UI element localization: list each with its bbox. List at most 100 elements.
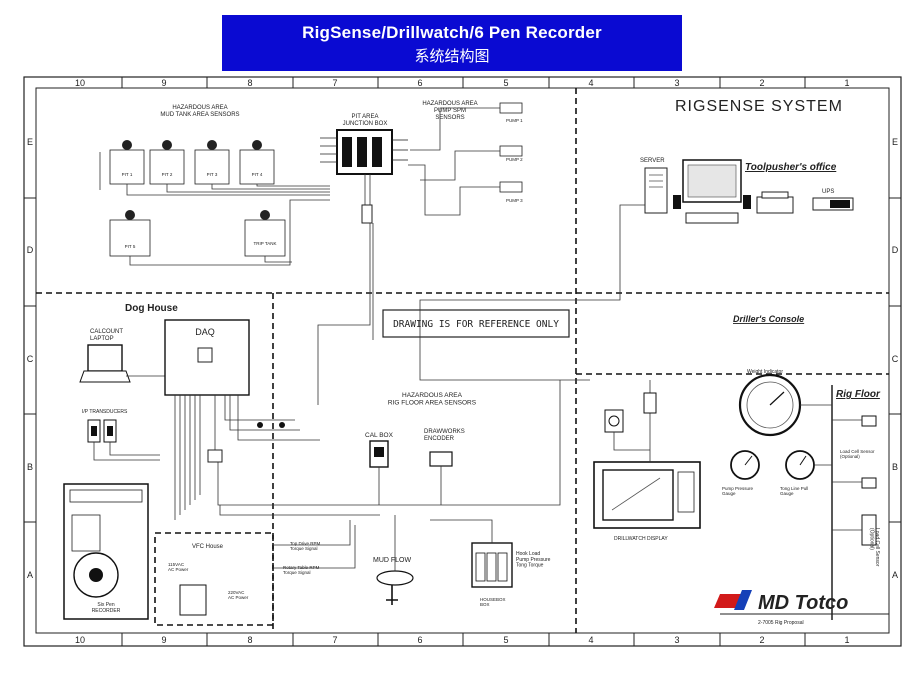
mud-flow-sensor [376,570,414,586]
junction-glands [320,137,408,163]
printer [756,196,794,214]
zone-dividers [36,88,889,633]
reference-note: DRAWING IS FOR REFERENCE ONLY [393,319,559,330]
weight-indicator-label: Weight Indicator [747,369,783,375]
pump-label: PUMP 2 [506,157,523,162]
pit-label: PIT 1 [122,172,133,177]
pump-cabling [408,107,500,216]
server-label: SERVER [640,158,665,164]
load-cell-tag: Load Cell Sensor(Optional) [868,528,880,567]
column-ticks [121,77,806,646]
display-junction [643,392,657,414]
junction-connector [361,204,373,224]
toolpusher-office-label: Toolpusher's office [745,162,837,173]
reference-note-box [382,309,570,338]
daq-label: DAQ [195,327,215,337]
col-label-top: 6 [417,78,422,88]
drawworks-encoder [429,451,453,467]
col-label-bottom: 10 [75,635,85,645]
daq-display [197,347,213,363]
col-label-top: 8 [247,78,252,88]
pit-label: PIT 5 [125,244,136,249]
mud-flow-label: MUD FLOW [373,557,412,564]
row-label: C [27,354,34,364]
pump-label: PUMP 3 [506,198,523,203]
rig-floor-devices [861,415,877,546]
pump-label: PUMP 1 [506,118,523,123]
pit-sensor-heads [122,140,270,220]
diagram-title: RigSense/Drillwatch/6 Pen Recorder [302,23,602,42]
laptop-base [79,370,131,383]
junction-to-daq-cable [317,223,374,405]
load-cell-label: Load Cell Sensor(Optional) [840,449,875,459]
pit-label: PIT 4 [252,172,263,177]
daq-cabling [174,380,561,520]
col-label-bottom: 6 [417,635,422,645]
md-totco-logo [714,590,752,610]
system-title: RIGSENSE SYSTEM [675,98,843,115]
server-tower [644,167,668,214]
pit-label: TRIP TANK [253,241,276,246]
col-label-bottom: 3 [674,635,679,645]
col-label-bottom: 4 [588,635,593,645]
ups-label: UPS [822,189,834,195]
daq-splice [207,449,223,463]
row-label: E [892,137,898,147]
speaker-right [743,195,751,209]
rig-floor-label: Rig Floor [836,389,881,400]
col-label-top: 5 [503,78,508,88]
row-label: B [892,462,898,472]
col-label-top: 1 [844,78,849,88]
md-totco-brand: MD Totco [758,592,848,614]
pump-sensors [499,102,523,193]
row-label: C [892,354,899,364]
col-label-top: 9 [161,78,166,88]
horn-box [604,409,624,433]
vfc-house-label: VFC House [192,544,224,550]
cal-box-label: CAL BOX [365,432,394,439]
col-label-top: 7 [332,78,337,88]
dog-house-label: Dog House [125,303,178,314]
col-label-top: 10 [75,78,85,88]
workstation-keyboard [685,212,739,224]
row-label: B [27,462,33,472]
row-label: A [27,570,33,580]
row-label: D [892,245,899,255]
col-label-bottom: 5 [503,635,508,645]
col-label-bottom: 8 [247,635,252,645]
cable-coupler [279,422,285,428]
col-label-bottom: 2 [759,635,764,645]
server-network-cable [419,204,645,381]
md-totco-caption: 2-7005 Rig Proposal [758,620,804,626]
col-label-top: 2 [759,78,764,88]
col-label-bottom: 1 [844,635,849,645]
col-label-bottom: 9 [161,635,166,645]
cable-coupler [257,422,263,428]
row-label: A [892,570,898,580]
transducers-label: I/P TRANSDUCERS [82,409,128,415]
junction-box-terminals [342,137,382,167]
col-label-top: 4 [588,78,593,88]
title-banner: RigSense/Drillwatch/6 Pen Recorder 系统结构图 [222,15,682,71]
diagram-subtitle: 系统结构图 [414,47,490,65]
row-label: E [27,137,33,147]
speaker-left [673,195,681,209]
col-label-bottom: 7 [332,635,337,645]
drillers-console-label: Driller's Console [733,314,804,324]
pit-cabling [99,152,330,266]
vfc-power-supply [179,584,207,616]
col-label-top: 3 [674,78,679,88]
